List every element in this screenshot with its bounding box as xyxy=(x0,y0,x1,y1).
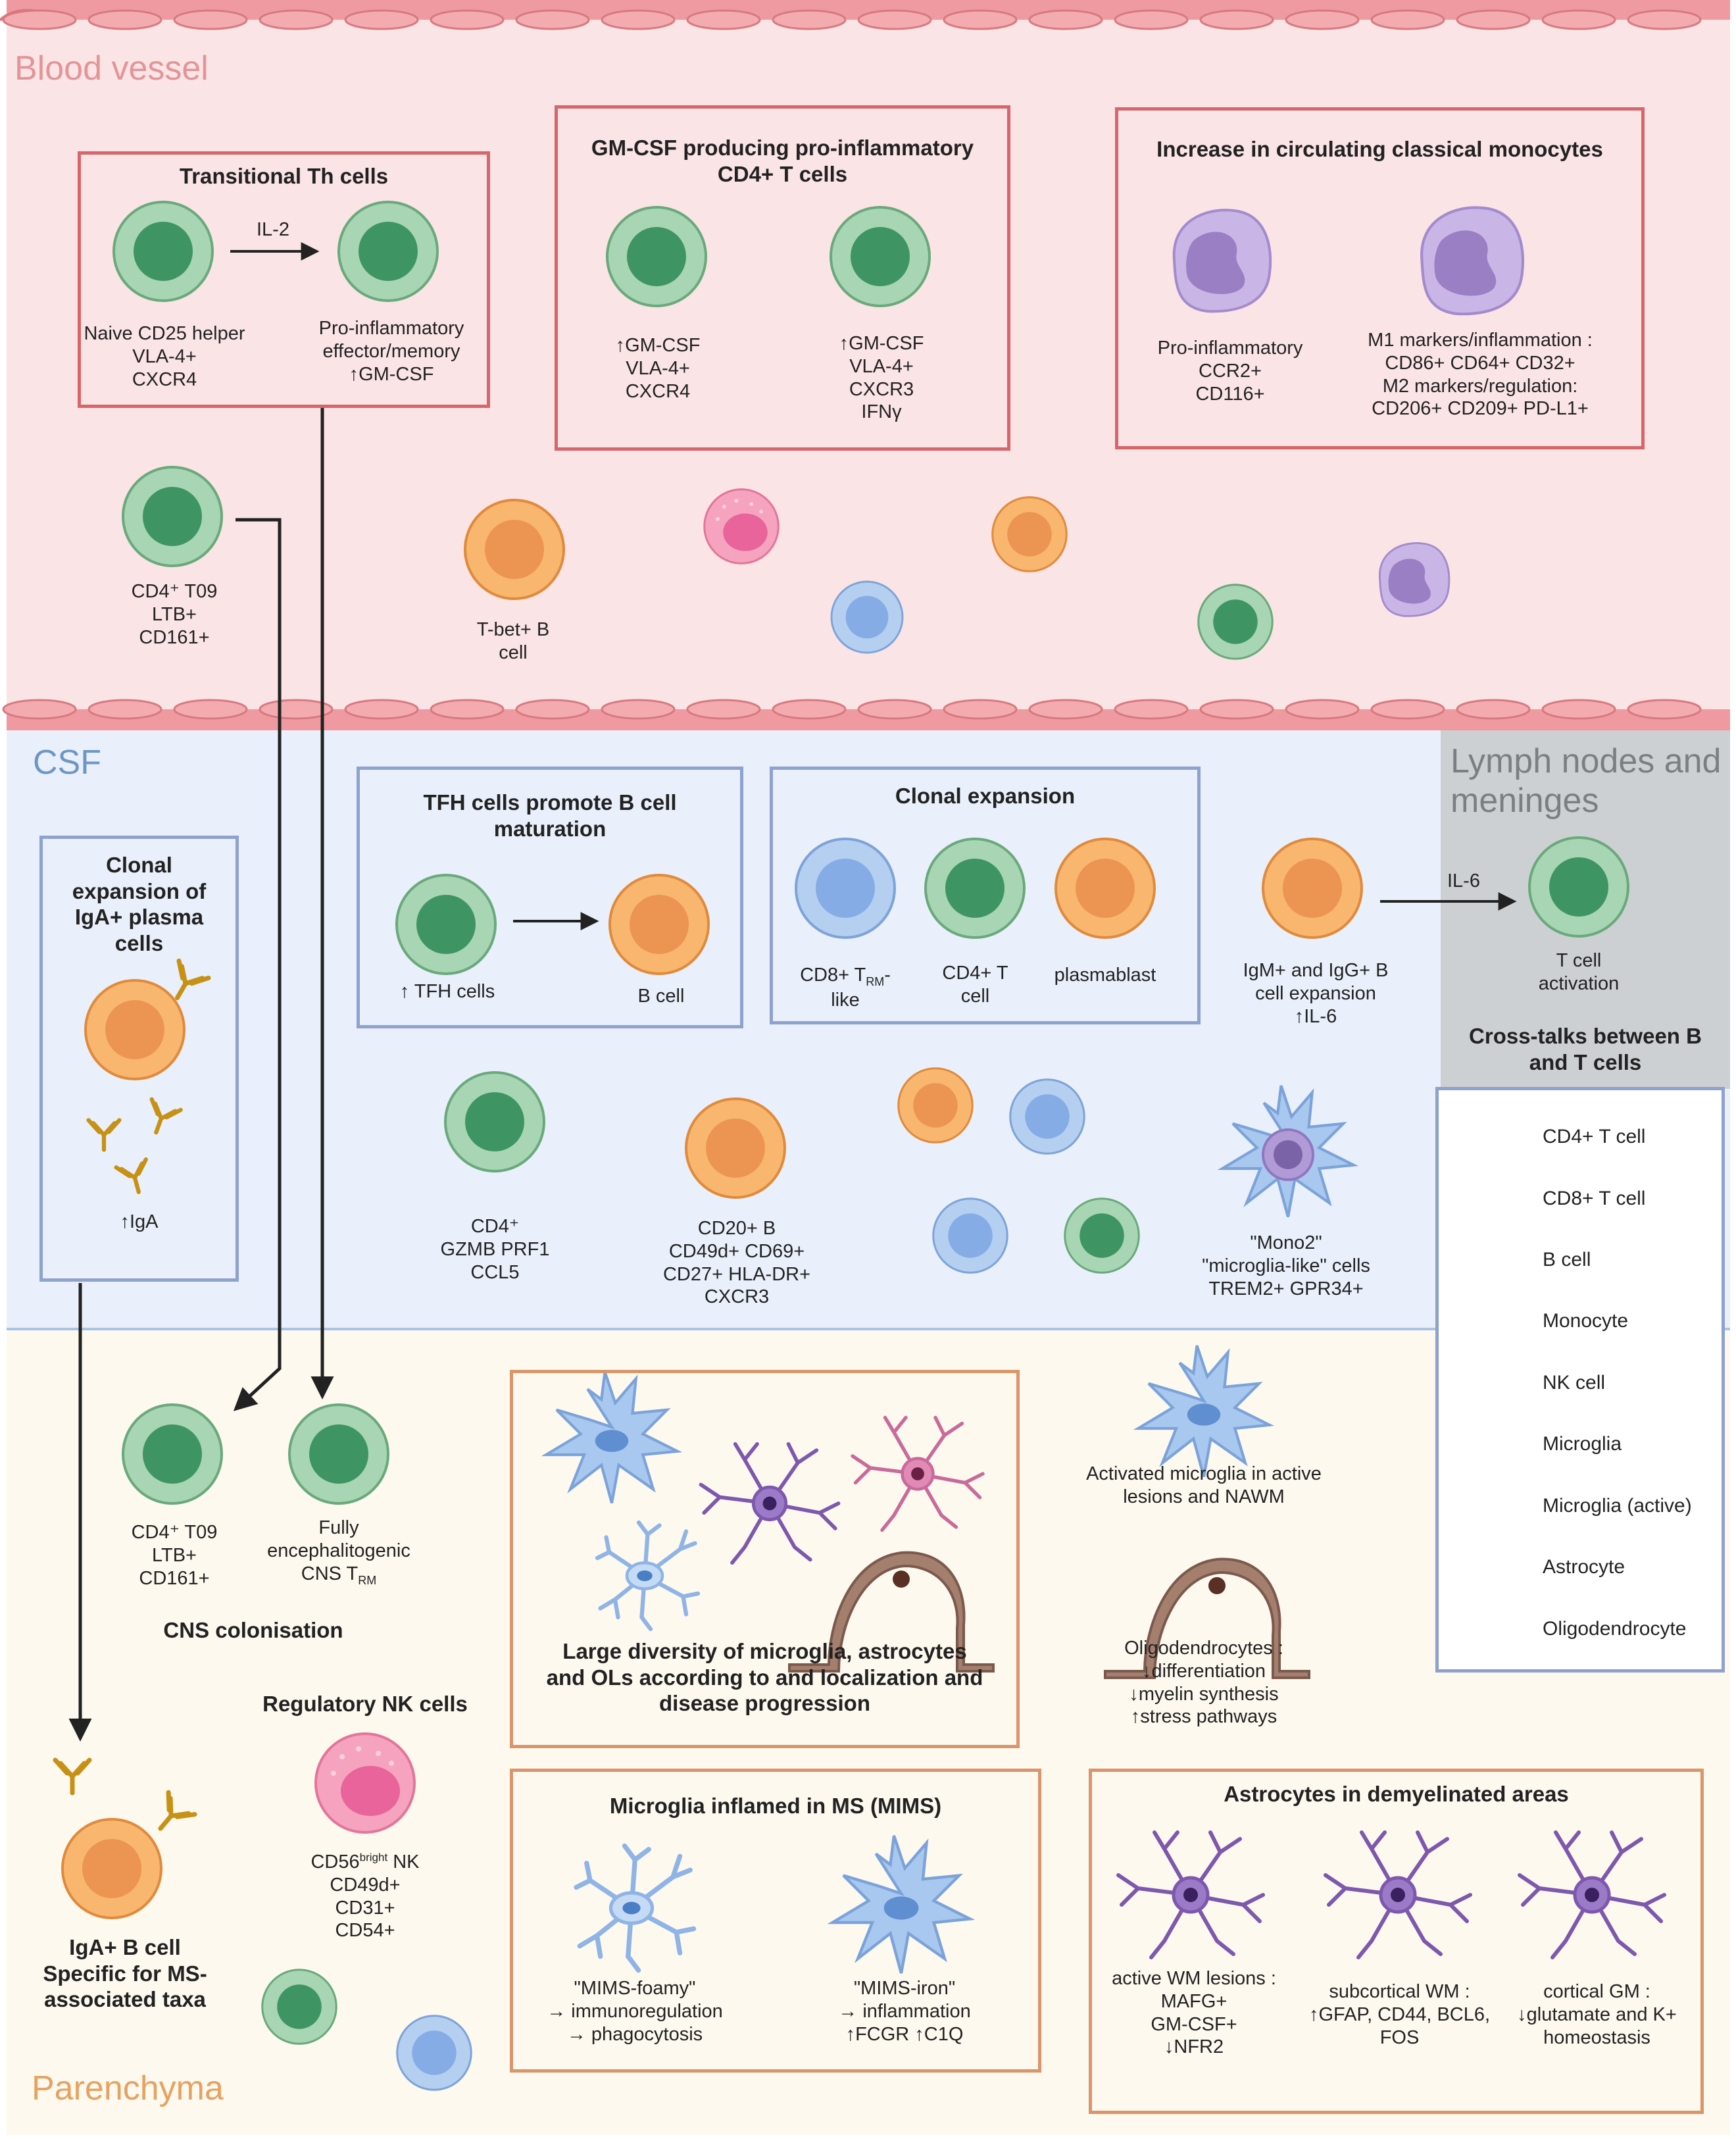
gmcsf-left-label: ↑GM-CSF VLA-4+ CXCR4 xyxy=(615,335,701,402)
legend-microglia: Microglia xyxy=(1543,1433,1622,1455)
cortical-gm-label: cortical GM : ↓glutamate and K+ homeosta… xyxy=(1517,1981,1677,2048)
effector-memory-label: Pro-inflammatory effector/memory ↑GM-CSF xyxy=(318,318,464,385)
monocytes-box xyxy=(1115,107,1645,449)
tbet-b-cell-label: T-bet+ B cell xyxy=(476,619,550,663)
activated-microglia-label: Activated microglia in active lesions an… xyxy=(1086,1463,1322,1507)
mims-iron-label: "MIMS-iron" → inflammation ↑FCGR ↑C1Q xyxy=(838,1978,971,2045)
naive-cd25-label: Naive CD25 helper VLA-4+ CXCR4 xyxy=(84,323,245,390)
tfh-b-cell-label: B cell xyxy=(637,986,685,1007)
m1-m2-markers-label: M1 markers/inflammation : CD86+ CD64+ CD… xyxy=(1368,330,1593,420)
gmcsf-title: GM-CSF producing pro-inflammatory CD4+ T… xyxy=(591,136,974,186)
il2-label: IL-2 xyxy=(257,219,289,240)
diversity-box xyxy=(510,1370,1020,1748)
clonal-expansion-title: Clonal expansion xyxy=(895,784,1076,808)
tfh-cells-label: ↑ TFH cells xyxy=(399,981,495,1002)
legend-cd4-t-cell: CD4+ T cell xyxy=(1543,1126,1646,1147)
legend-cd8-t-cell: CD8+ T cell xyxy=(1543,1188,1646,1209)
region-label-csf: CSF xyxy=(33,743,101,782)
iga-plasma-title: Clonal expansion of IgA+ plasma cells xyxy=(72,853,207,955)
region-label-parenchyma: Parenchyma xyxy=(32,2069,224,2107)
legend-monocyte: Monocyte xyxy=(1543,1310,1629,1332)
mims-box xyxy=(510,1769,1041,2073)
legend-box xyxy=(1435,1087,1725,1673)
igm-igg-label: IgM+ and IgG+ B cell expansion ↑IL-6 xyxy=(1243,960,1389,1027)
gmcsf-box xyxy=(555,105,1010,451)
mims-foamy-label: "MIMS-foamy" → immunoregulation → phagoc… xyxy=(547,1978,723,2045)
cd8-trm-label: CD8+ TRM-like xyxy=(800,965,891,1011)
t-cell-activation-label: T cell activation xyxy=(1538,950,1620,994)
mono2-label: "Mono2" "microglia-like" cells TREM2+ GP… xyxy=(1202,1232,1370,1299)
gmcsf-right-label: ↑GM-CSF VLA-4+ CXCR3 IFNγ xyxy=(839,333,924,423)
tfh-title: TFH cells promote B cell maturation xyxy=(423,790,677,841)
iga-plasma-box xyxy=(39,836,239,1282)
mims-title: Microglia inflamed in MS (MIMS) xyxy=(609,1794,942,1818)
diversity-title: Large diversity of microglia, astrocytes… xyxy=(546,1639,983,1716)
cd4-t09-parenchyma-label: CD4⁺ T09 LTB+ CD161+ xyxy=(131,1522,218,1589)
cd4-t09-blood-label: CD4⁺ T09 LTB+ CD161+ xyxy=(131,581,218,648)
plasmablast-label: plasmablast xyxy=(1054,965,1156,986)
pro-inflammatory-monocyte-label: Pro-inflammatory CCR2+ CD116+ xyxy=(1157,338,1303,405)
transitional-th-box xyxy=(78,151,490,408)
region-label-blood-vessel: Blood vessel xyxy=(14,49,209,88)
cns-trm-label: Fully encephalitogenic CNS TRM xyxy=(267,1517,410,1587)
legend-nk-cell: NK cell xyxy=(1543,1372,1606,1394)
monocytes-title: Increase in circulating classical monocy… xyxy=(1156,137,1603,161)
legend-oligodendrocyte: Oligodendrocyte xyxy=(1543,1618,1687,1640)
legend-b-cell: B cell xyxy=(1543,1249,1591,1271)
regulatory-nk-title: Regulatory NK cells xyxy=(262,1692,468,1716)
cd4-gzmb-label: CD4⁺ GZMB PRF1 CCL5 xyxy=(440,1216,550,1283)
transitional-th-title: Transitional Th cells xyxy=(179,164,389,188)
cns-colonisation-title: CNS colonisation xyxy=(163,1618,343,1642)
tfh-box xyxy=(357,767,743,1028)
astrocytes-box xyxy=(1089,1769,1704,2114)
iga-b-cell-title: IgA+ B cell Specific for MS- associated … xyxy=(43,1935,207,2012)
clonal-cd4-label: CD4+ T cell xyxy=(942,963,1008,1007)
astrocytes-title: Astrocytes in demyelinated areas xyxy=(1224,1782,1569,1806)
nk-markers-label: CD56bright NK CD49d+ CD31+ CD54+ xyxy=(310,1851,420,1942)
active-wm-label: active WM lesions : MAFG+ GM-CSF+ ↓NFR2 xyxy=(1112,1968,1276,2058)
clonal-expansion-box xyxy=(770,767,1201,1024)
subcortical-wm-label: subcortical WM : ↑GFAP, CD44, BCL6, FOS xyxy=(1308,1981,1491,2048)
iga-label: ↑IgA xyxy=(120,1211,159,1232)
cd20-b-label: CD20+ B CD49d+ CD69+ CD27+ HLA-DR+ CXCR3 xyxy=(662,1218,811,1308)
oligodendrocytes-label: Oligodendrocytes : ↓differentiation ↓mye… xyxy=(1124,1638,1283,1728)
crosstalk-title: Cross-talks between B and T cells xyxy=(1469,1024,1702,1074)
legend-astrocyte: Astrocyte xyxy=(1543,1556,1625,1578)
region-label-lymph-nodes: Lymph nodes and meninges xyxy=(1451,742,1722,820)
il6-label: IL-6 xyxy=(1447,870,1480,892)
legend-microglia-active: Microglia (active) xyxy=(1543,1495,1692,1517)
